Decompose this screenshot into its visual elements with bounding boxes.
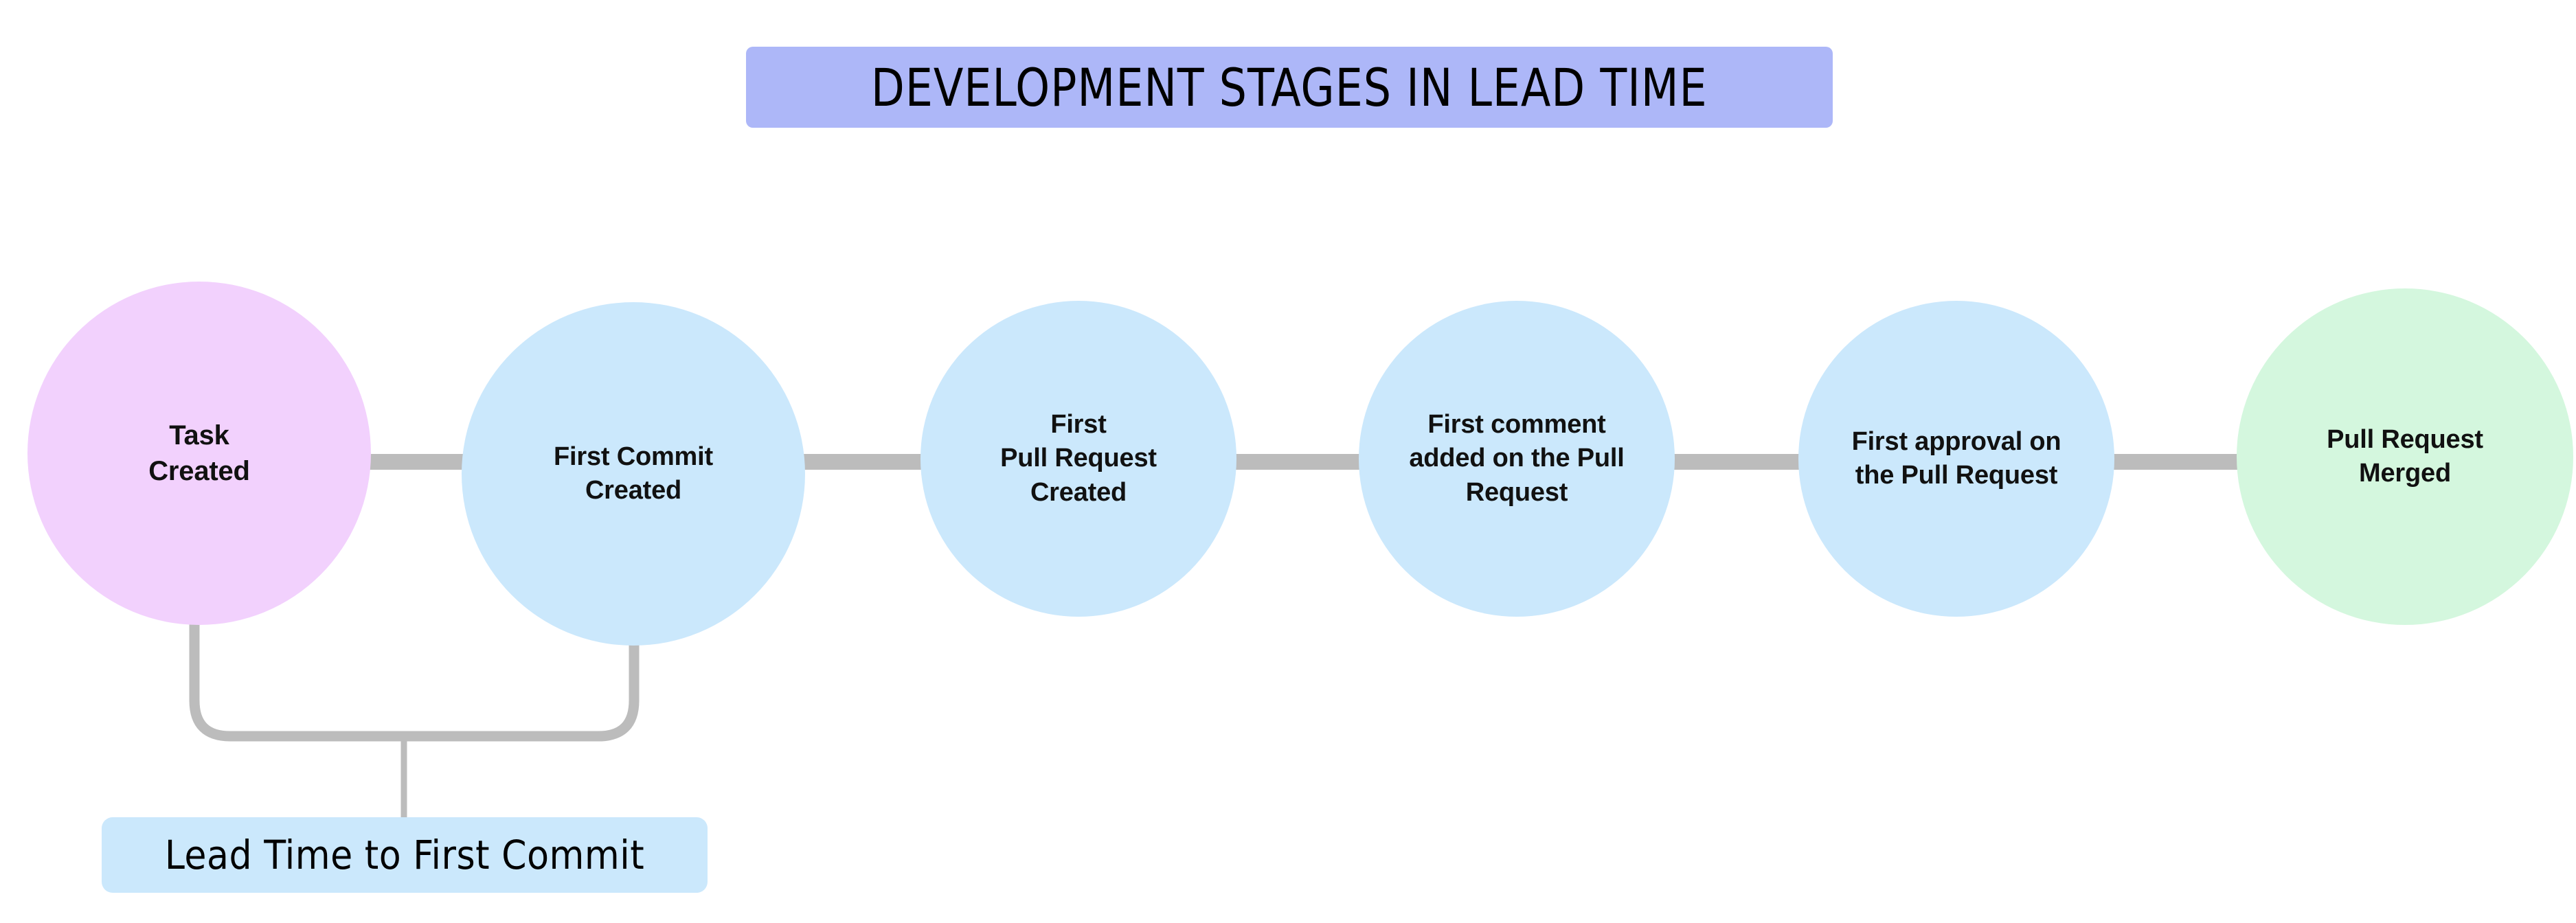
stage-label: First Pull Request Created — [1000, 409, 1157, 507]
connector-1-2 — [343, 454, 489, 470]
bracket-path — [189, 622, 640, 742]
lead-time-annotation-label: Lead Time to First Commit — [164, 832, 645, 878]
diagram-title-banner: DEVELOPMENT STAGES IN LEAD TIME — [746, 47, 1833, 128]
stage-first-approval-on-pr[interactable]: First approval on the Pull Request — [1798, 301, 2114, 617]
page-title: DEVELOPMENT STAGES IN LEAD TIME — [871, 56, 1708, 118]
stage-label: First comment added on the Pull Request — [1409, 409, 1625, 507]
connector-3-4 — [1230, 454, 1382, 470]
stage-first-comment-on-pr[interactable]: First comment added on the Pull Request — [1359, 301, 1675, 617]
stage-label: First Commit Created — [554, 442, 713, 505]
stage-first-pull-request-created[interactable]: First Pull Request Created — [920, 301, 1236, 617]
stage-first-commit-created[interactable]: First Commit Created — [462, 302, 805, 646]
stage-label: Task Created — [148, 420, 250, 486]
lead-time-annotation-box[interactable]: Lead Time to First Commit — [102, 817, 708, 893]
stage-label: First approval on the Pull Request — [1851, 426, 2061, 490]
connector-4-5 — [1662, 454, 1822, 470]
connector-2-3 — [783, 454, 942, 470]
stage-pull-request-merged[interactable]: Pull Request Merged — [2237, 288, 2573, 625]
stage-label: Pull Request Merged — [2327, 424, 2483, 488]
stage-task-created[interactable]: Task Created — [27, 282, 371, 625]
connector-5-6 — [2102, 454, 2261, 470]
